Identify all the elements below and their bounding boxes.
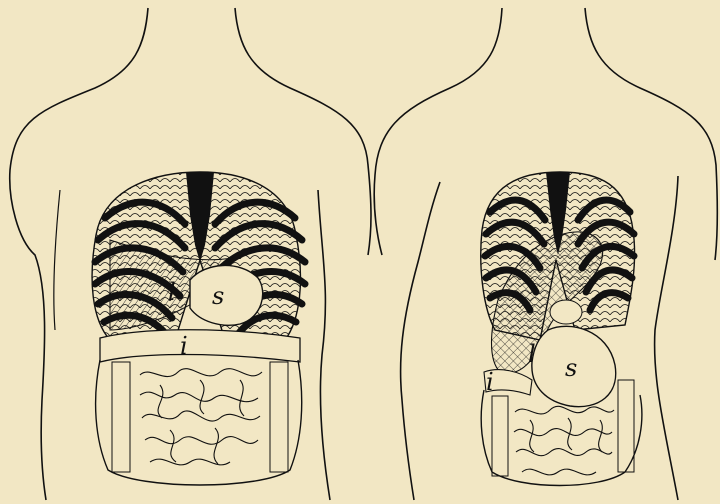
right-stomach-label: s — [565, 354, 577, 382]
right-small-intestine — [514, 406, 614, 475]
left-liver-label: l — [168, 278, 176, 306]
left-transverse-colon — [100, 330, 300, 362]
natural-torso-figure: s l i — [10, 8, 371, 500]
corseted-torso-figure: l s i — [374, 8, 717, 500]
left-small-intestine — [140, 369, 262, 465]
left-intestine-label: i — [180, 332, 188, 360]
left-abdomen-outline — [96, 360, 302, 485]
right-intestine-label: i — [486, 368, 494, 396]
left-stomach — [190, 265, 263, 325]
left-stomach-label: s — [212, 282, 224, 310]
